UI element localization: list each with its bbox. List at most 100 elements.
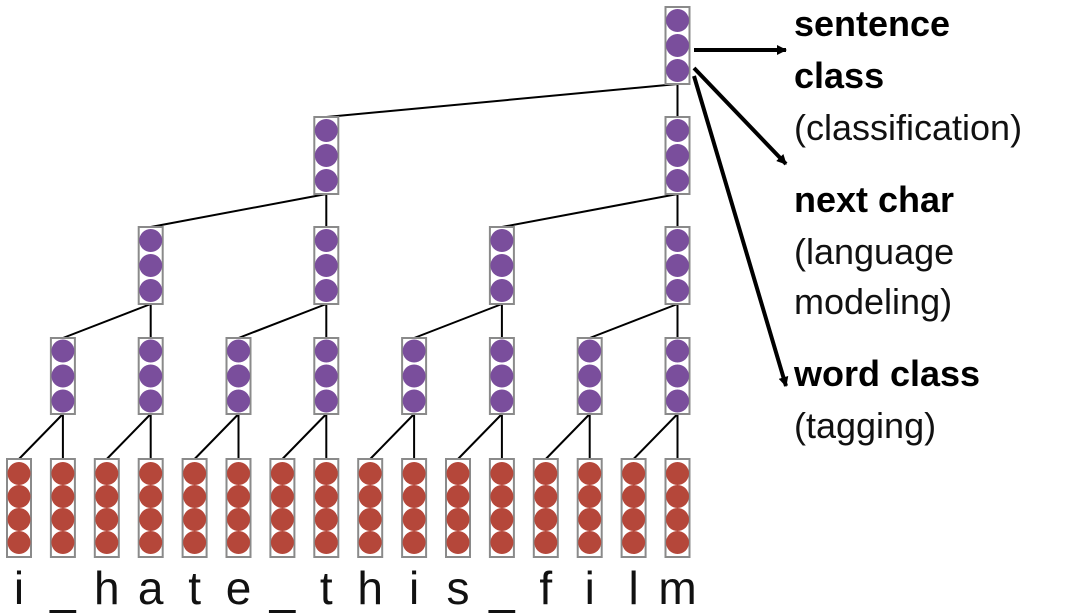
char-node-box [49,458,76,558]
hidden-node-l1-box [49,337,76,415]
tree-edges [18,83,679,460]
hidden-node-l1-box [225,337,252,415]
char-node-unit [446,485,470,508]
char-node-unit [490,508,514,531]
char-node-unit [183,485,207,508]
hidden-node-l1-unit [490,364,514,388]
tree-edge [106,413,152,460]
hidden-node-l1-box [664,337,691,415]
root-node-unit [666,59,689,82]
tree-edge [369,413,415,460]
tree-edge [501,193,678,228]
output-nextchar-desc: (language [794,231,954,272]
hidden-node-l2 [313,226,340,305]
hidden-node-l2-box [313,226,340,305]
hidden-node-l2-unit [490,229,514,252]
char-node-unit [270,531,294,554]
char-label: a [138,562,164,614]
char-node [225,458,252,558]
char-node-unit [227,462,250,485]
char-label: i [585,562,595,614]
char-node-unit [622,462,646,485]
char-node-unit [534,462,558,485]
hidden-node-l2-unit [666,279,689,302]
char-label: h [357,562,383,614]
hidden-node-l1 [576,337,603,415]
hidden-node-l3-unit [666,144,689,167]
char-node-unit [95,485,119,508]
root-node-unit [666,9,689,32]
hidden-node-l3-unit [666,119,689,142]
arrow-word-class [692,75,789,387]
char-node [532,458,559,558]
hidden-node-l1-unit [314,339,338,363]
char-node-unit [578,531,602,554]
char-node-unit [666,462,689,485]
char-node-unit [7,485,31,508]
char-node-unit [227,531,250,554]
hidden-node-l1-unit [139,389,163,413]
char-node-box [181,458,208,558]
char-label: _ [269,562,297,614]
tree-edge [326,83,678,118]
char-node-unit [7,462,31,485]
hidden-node-l1-unit [402,364,426,388]
char-label: m [658,562,696,614]
char-label: _ [488,562,516,614]
char-node [401,458,428,558]
char-label: i [14,562,24,614]
char-node-unit [578,508,602,531]
char-node-unit [622,508,646,531]
hidden-node-l1-unit [314,389,338,413]
hidden-node-l2-unit [490,254,514,277]
hidden-node-l1-unit [139,364,163,388]
char-node [664,458,691,558]
hidden-node-l2 [137,226,164,305]
output-sentence-title-2: class [794,55,884,96]
char-node-unit [402,508,426,531]
tree-edge [281,413,328,460]
hidden-node-l1-unit [227,339,250,363]
hidden-node-l3-unit [666,169,689,192]
char-node-box [6,458,32,558]
tree-nodes [6,6,691,558]
char-node-unit [314,508,338,531]
hidden-node-l1-box [313,337,340,415]
hidden-node-l2-box [664,226,691,305]
tree-edge [413,303,503,339]
char-node-unit [358,462,382,485]
char-node-box [401,458,428,558]
hidden-node-l2-unit [139,229,163,252]
char-node [269,458,296,558]
hidden-node-l1-box [488,337,515,415]
hidden-node-l1 [488,337,515,415]
char-label: s [447,562,470,614]
hidden-node-l1-unit [227,364,250,388]
char-node-box [93,458,120,558]
hidden-node-l2-unit [666,254,689,277]
output-nextchar-desc-2: modeling) [794,281,952,322]
tree-edge [545,413,591,460]
char-node-unit [270,485,294,508]
char-node-box [664,458,691,558]
char-node-unit [95,531,119,554]
char-node-unit [183,462,207,485]
root-node-box [664,6,691,85]
tree-edge [632,413,679,460]
hidden-node-l1-unit [578,339,602,363]
char-node-box [269,458,296,558]
output-arrows [692,45,789,387]
char-node-unit [139,508,163,531]
char-node [488,458,515,558]
char-node-box [357,458,384,558]
char-node-unit [183,531,207,554]
char-node-unit [139,531,163,554]
char-node-unit [446,462,470,485]
char-node-box [225,458,252,558]
hidden-node-l1-unit [666,389,689,413]
tree-edge [150,193,327,228]
char-node-unit [666,485,689,508]
char-node-unit [578,462,602,485]
